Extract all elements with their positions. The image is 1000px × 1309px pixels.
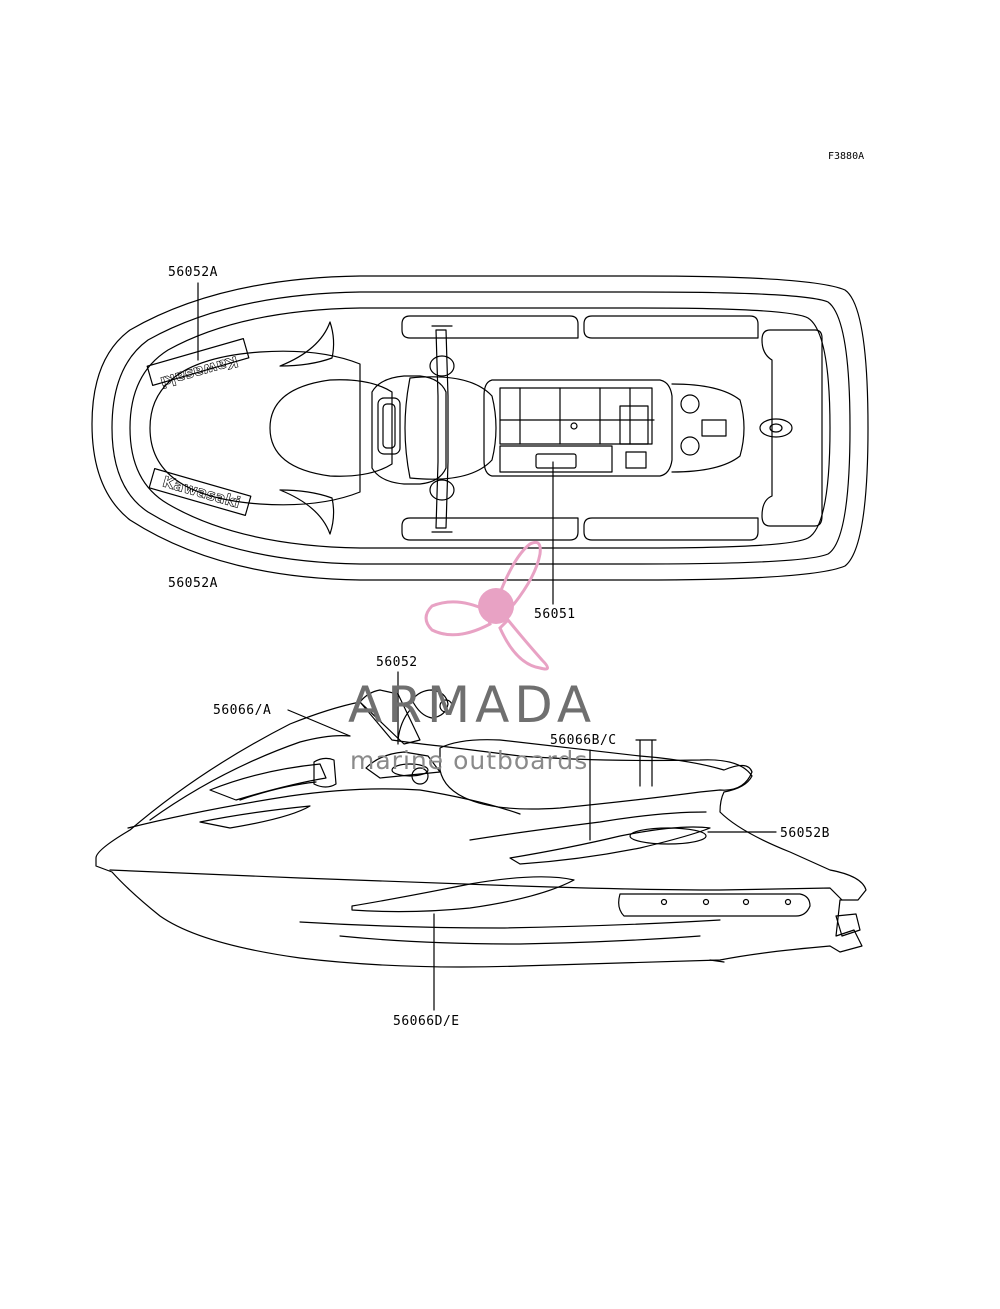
side-view-watercraft	[95, 689, 867, 968]
decal-model-badge	[629, 827, 707, 845]
label-56051: 56051	[534, 607, 576, 622]
decal-kawasaki-text-upper: Kawasaki	[158, 352, 240, 391]
label-56066A: 56066/A	[213, 703, 272, 718]
label-56052A-lower: 56052A	[168, 576, 218, 591]
label-56066DE: 56066D/E	[393, 1014, 460, 1029]
decal-kawasaki-upper	[146, 338, 250, 386]
decal-kawasaki-text-lower: Kawasaki	[160, 473, 242, 512]
decal-kawasaki-lower	[148, 468, 252, 516]
watermark-title: ARMADA	[348, 676, 597, 734]
watermark-subtitle: marine outboards	[350, 746, 589, 775]
top-view-watercraft	[91, 275, 869, 581]
decal-56066DE	[351, 876, 575, 913]
label-56066BC: 56066B/C	[550, 733, 617, 748]
decal-56066A	[199, 805, 311, 829]
decal-56066BC	[509, 826, 711, 865]
sheet-code: F3880A	[828, 151, 865, 162]
label-56052B: 56052B	[780, 826, 830, 841]
leader-56066A	[287, 709, 351, 737]
label-56052A-upper: 56052A	[168, 265, 218, 280]
propeller-logo	[424, 540, 549, 671]
label-56052: 56052	[376, 655, 418, 670]
